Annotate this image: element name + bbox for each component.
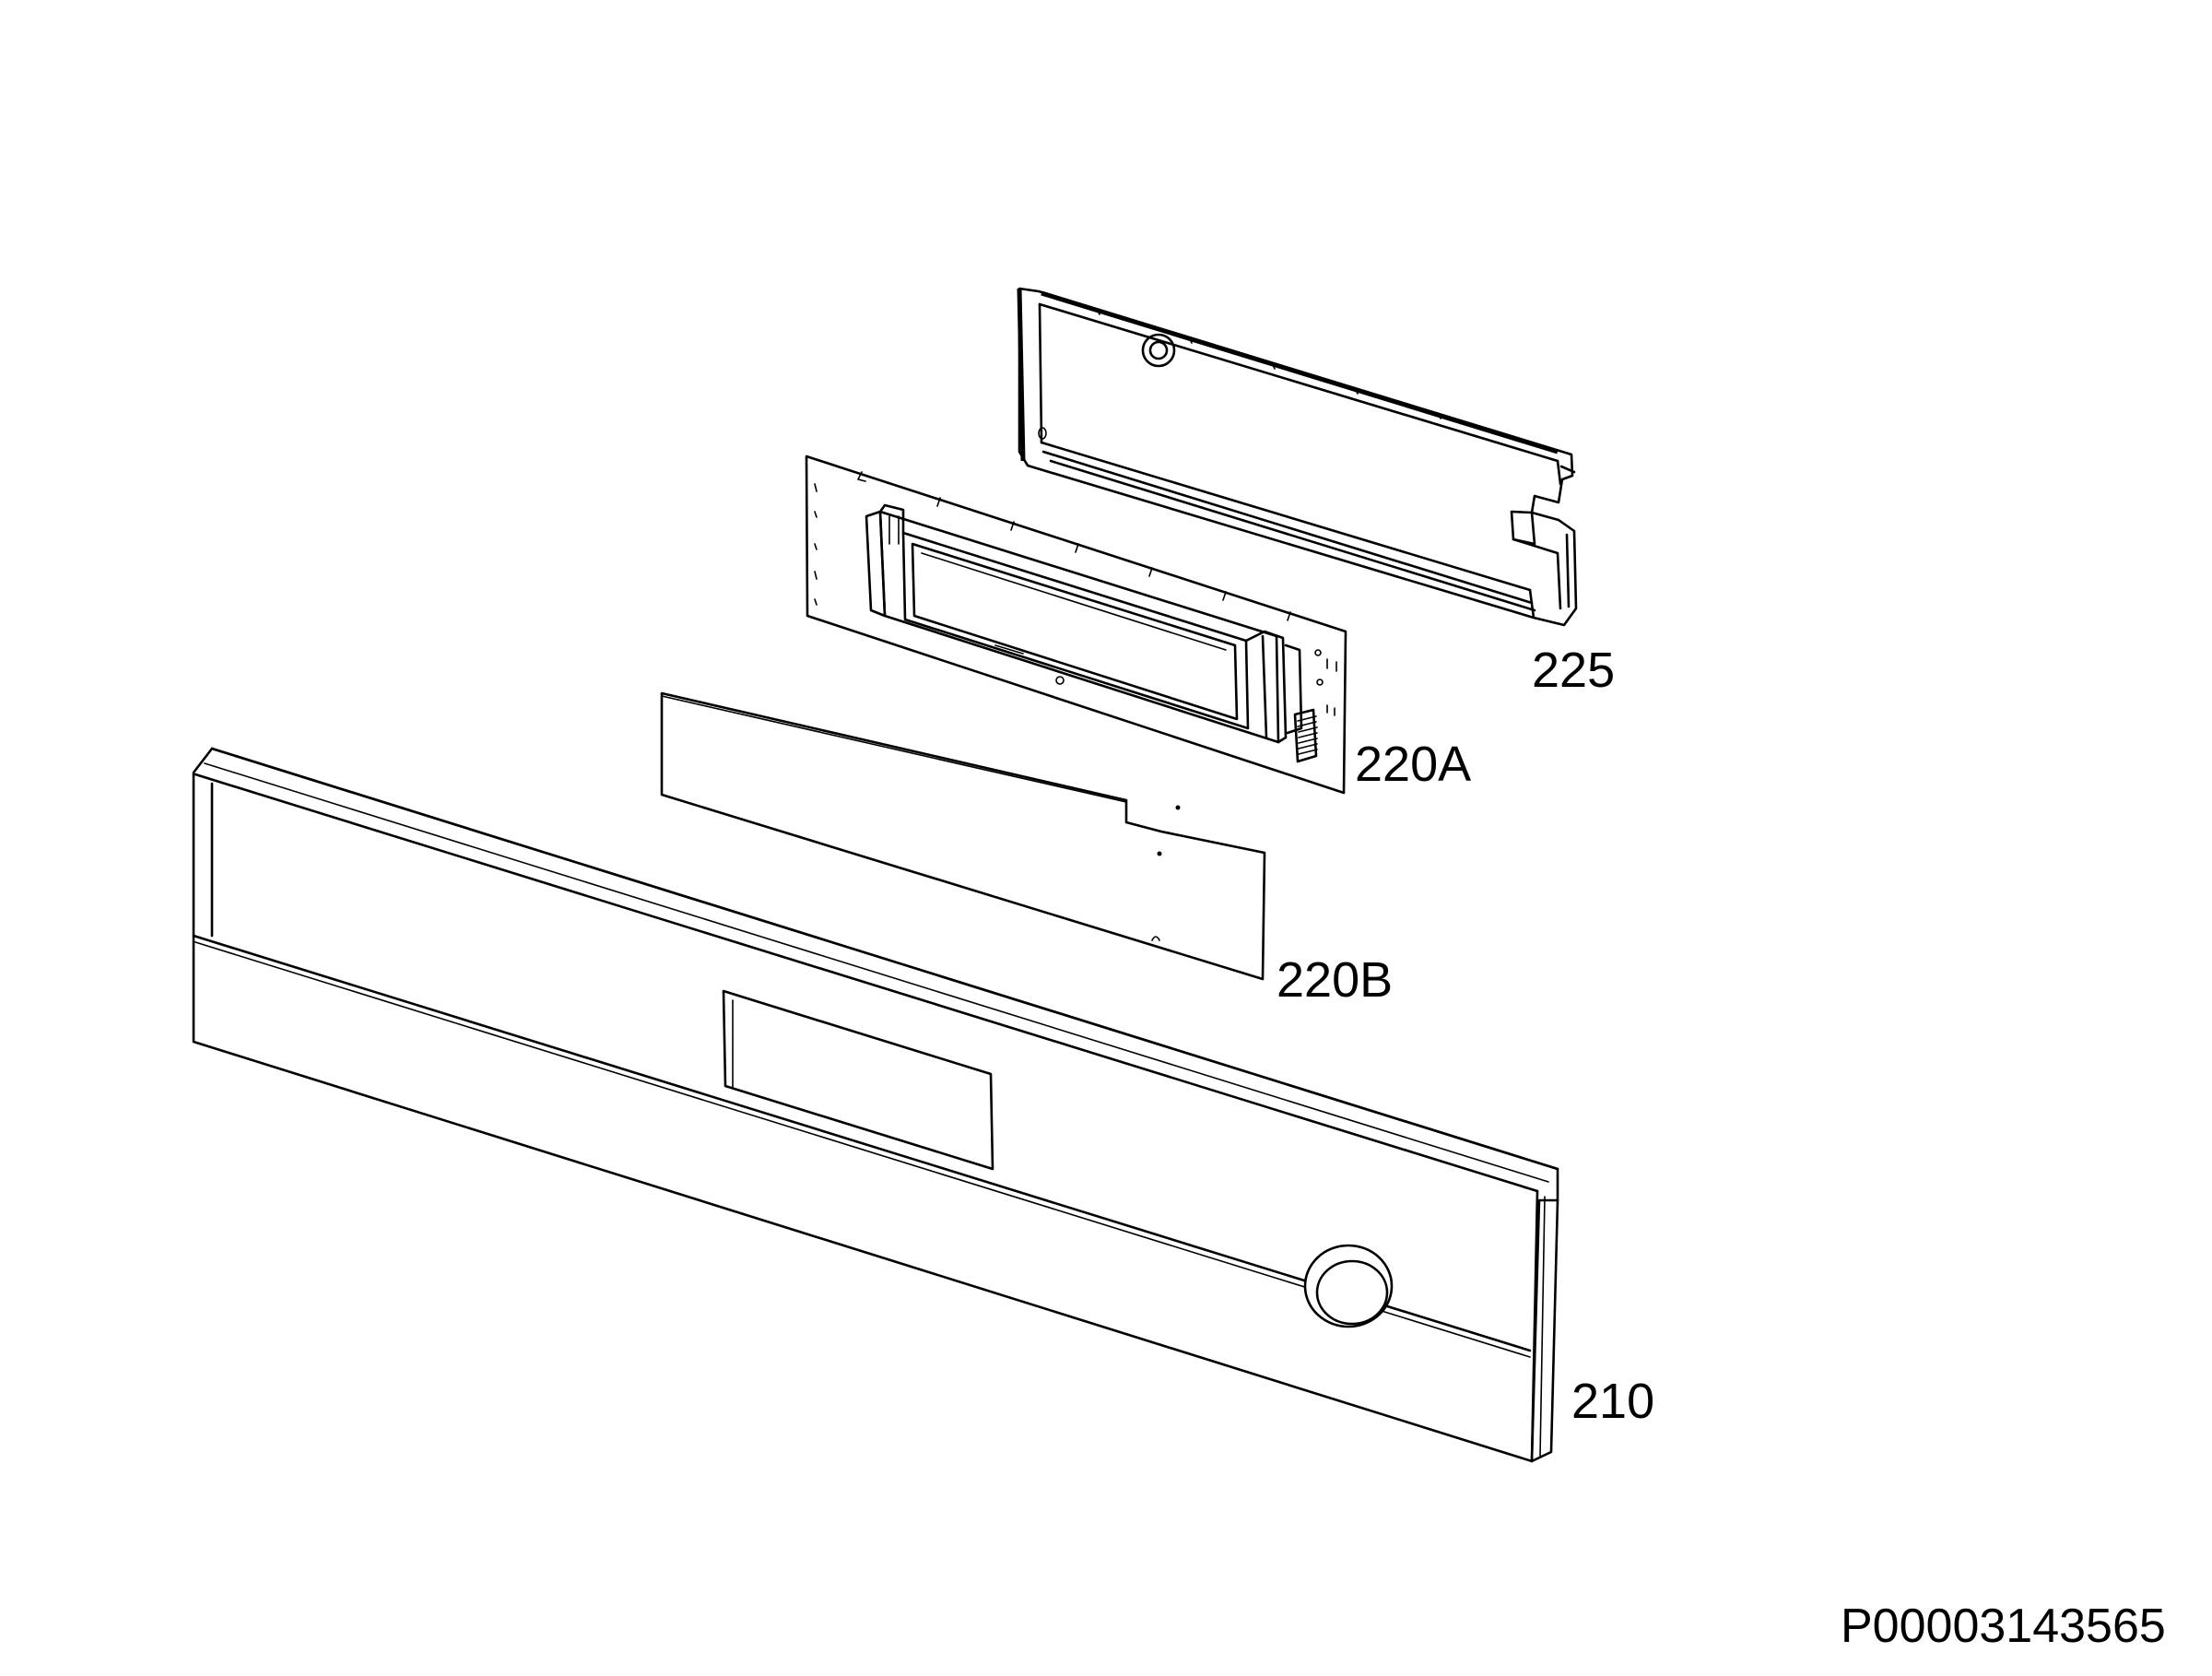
part-220b-film [660, 691, 1266, 981]
part-210-control-panel [192, 747, 1559, 1463]
part-220a-display-pcb [805, 454, 1347, 795]
display-window [722, 989, 994, 1171]
part-label-220a: 220A [1355, 737, 1472, 792]
part-label-210: 210 [1571, 1374, 1655, 1429]
document-id: P00003143565 [1841, 1599, 2166, 1653]
connector-pins [1293, 708, 1318, 763]
control-knob [1303, 1244, 1394, 1328]
part-225-cover-bracket [1017, 287, 1578, 627]
part-label-220b: 220B [1277, 952, 1394, 1008]
part-label-225: 225 [1532, 643, 1616, 698]
